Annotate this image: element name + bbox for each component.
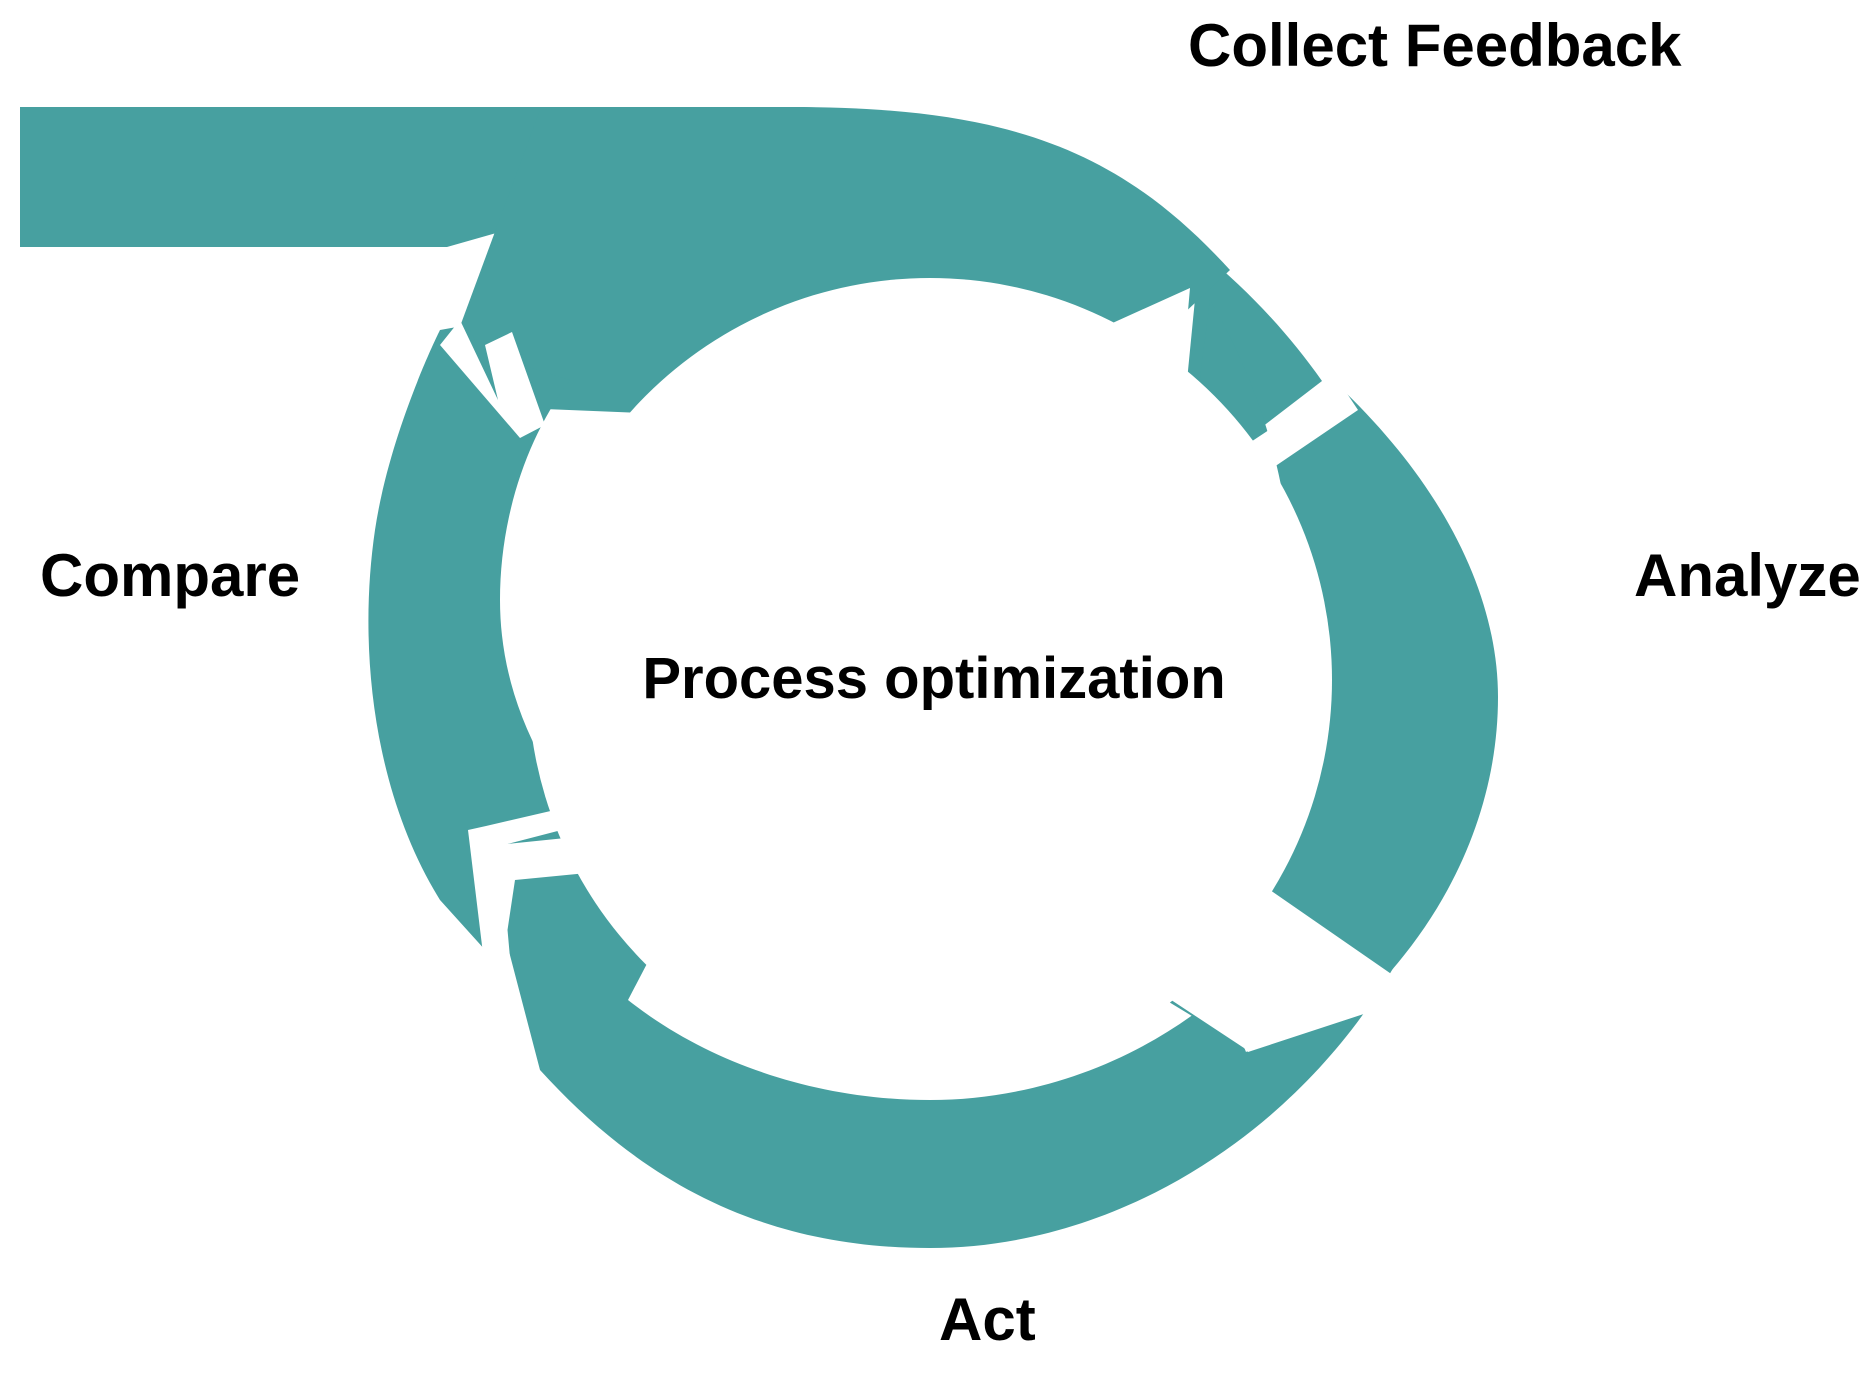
segment-compare[interactable] xyxy=(368,325,595,972)
center-label: Process optimization xyxy=(642,646,1226,711)
notch-bottom-right xyxy=(1050,790,1400,1052)
stage-label-act[interactable]: Act xyxy=(939,1286,1036,1353)
notch-bottom-left xyxy=(468,800,600,995)
stage-label-analyze[interactable]: Analyze xyxy=(1634,542,1861,609)
notch-top-right xyxy=(1075,288,1358,558)
stage-label-collect-feedback[interactable]: Collect Feedback xyxy=(1188,12,1682,79)
segment-act[interactable] xyxy=(506,862,1395,1248)
stage-label-compare[interactable]: Compare xyxy=(40,542,301,609)
notch-top-left xyxy=(440,320,545,438)
